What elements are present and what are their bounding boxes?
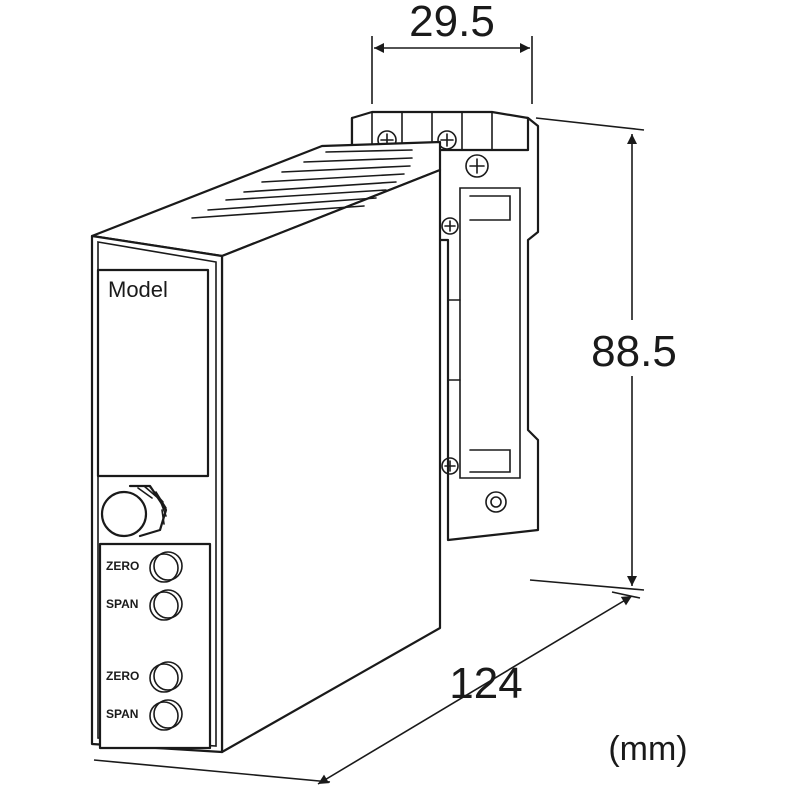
width-value: 29.5 <box>409 0 495 46</box>
span-adjuster-2: SPAN <box>106 699 183 731</box>
depth-value: 124 <box>449 659 522 708</box>
dimension-depth: 124 <box>93 591 641 785</box>
span-adjuster-1: SPAN <box>106 589 183 621</box>
zero-adjuster-1: ZERO <box>106 551 183 583</box>
unit-label: (mm) <box>608 730 687 768</box>
height-value: 88.5 <box>591 327 677 376</box>
vent-slots <box>191 149 413 219</box>
mount-screw-icon <box>441 217 459 475</box>
svg-text:SPAN: SPAN <box>106 707 138 721</box>
zero-adjuster-2: ZERO <box>106 661 183 693</box>
dimension-height: 88.5 <box>529 117 688 591</box>
dimension-width: 29.5 <box>371 0 533 104</box>
svg-text:ZERO: ZERO <box>106 559 139 573</box>
mounting-hole-icon <box>485 491 507 513</box>
model-label-window: Model <box>96 268 210 478</box>
svg-text:ZERO: ZERO <box>106 669 139 683</box>
model-label: Model <box>108 277 168 302</box>
range-selector-knob-icon <box>100 484 168 538</box>
svg-text:SPAN: SPAN <box>106 597 138 611</box>
adjuster-panel: ZERO SPAN ZERO SPAN <box>98 542 212 750</box>
